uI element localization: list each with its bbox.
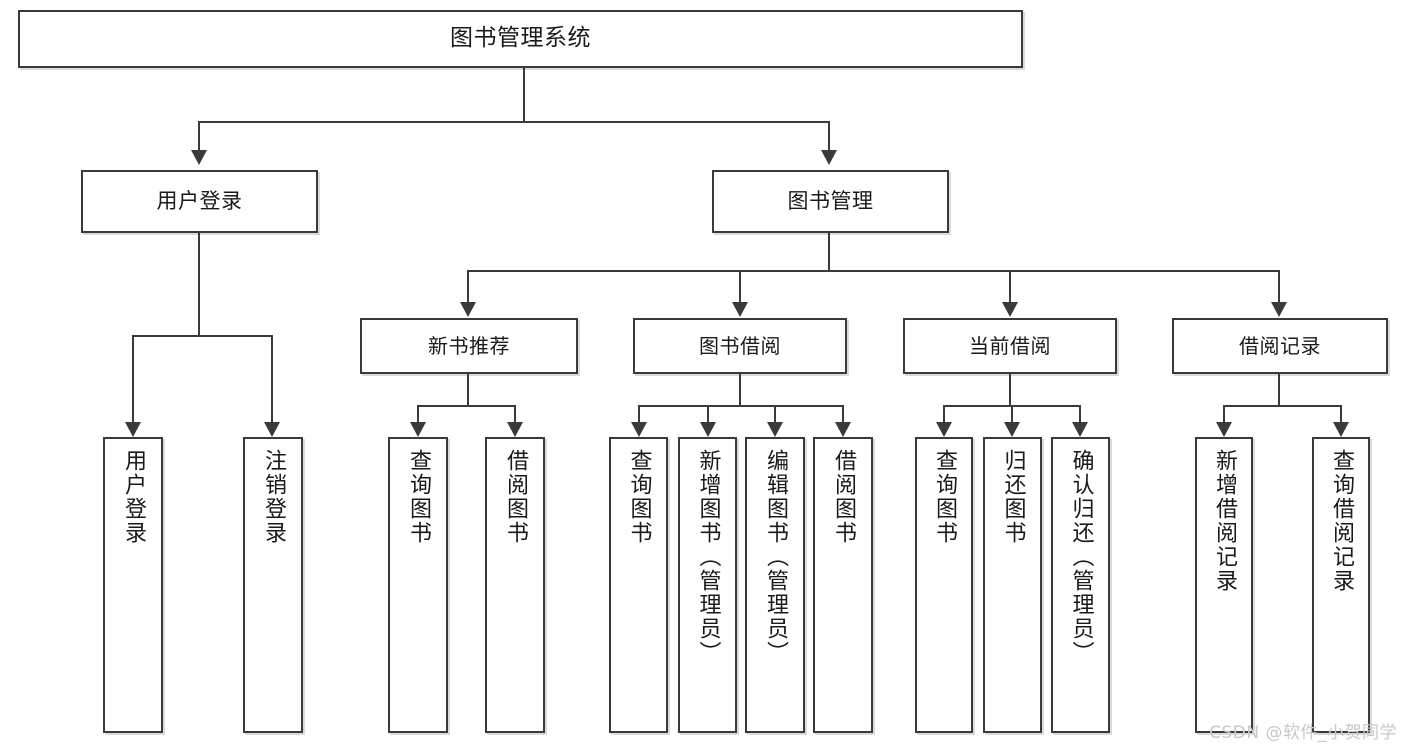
connector-borrowrecord-stem — [1278, 374, 1280, 406]
leaf-label-query-book-recommend: 查询图书 — [405, 449, 431, 545]
connector-bookborrow-stem — [739, 374, 741, 406]
connector-bookborrow-to-leaf1 — [638, 405, 640, 423]
leaf-label-edit-book-admin: 编辑图书（管理员） — [762, 449, 788, 665]
leaf-label-user-login: 用户登录 — [120, 449, 146, 545]
node-label-root: 图书管理系统 — [450, 25, 591, 52]
connector-newbook-stem — [467, 374, 469, 406]
arrow-borrowrecord-to-leaf1 — [1216, 422, 1232, 437]
leaf-query-book-recommend[interactable]: 查询图书 — [388, 437, 448, 733]
arrow-newbook-to-leaf1 — [410, 422, 426, 437]
arrow-login-to-leaf1 — [125, 422, 141, 437]
leaf-label-add-book-admin: 新增图书（管理员） — [695, 449, 721, 665]
connector-newbook-to-leaf2 — [514, 405, 516, 423]
connector-currentborrow-to-leaf1 — [943, 405, 945, 423]
connector-login-stem — [198, 233, 200, 336]
arrow-bookmgmt-to-l3c — [1002, 302, 1018, 317]
connector-currentborrow-stem — [1009, 374, 1011, 406]
node-new-book-recommend[interactable]: 新书推荐 — [360, 318, 578, 374]
connector-bookmgmt-to-l3a — [467, 270, 469, 303]
leaf-label-borrow-book-recommend: 借阅图书 — [502, 449, 528, 545]
connector-bookmgmt-to-l3b — [739, 270, 741, 303]
connector-root-to-login — [198, 121, 200, 151]
arrow-newbook-to-leaf2 — [507, 422, 523, 437]
leaf-label-confirm-return-admin: 确认归还（管理员） — [1068, 449, 1094, 665]
leaf-label-borrow-book: 借阅图书 — [830, 449, 856, 545]
arrow-root-to-login — [191, 150, 207, 165]
connector-bookborrow-to-leaf3 — [774, 405, 776, 423]
connector-root-stem — [523, 68, 525, 122]
node-borrow-record[interactable]: 借阅记录 — [1172, 318, 1388, 374]
connector-currentborrow-to-leaf3 — [1079, 405, 1081, 423]
arrow-bookborrow-to-leaf3 — [767, 422, 783, 437]
connector-borrowrecord-to-leaf1 — [1223, 405, 1225, 423]
leaf-borrow-book-recommend[interactable]: 借阅图书 — [485, 437, 545, 733]
leaf-return-book[interactable]: 归还图书 — [983, 437, 1042, 733]
arrow-currentborrow-to-leaf1 — [936, 422, 952, 437]
leaf-label-add-borrow-record: 新增借阅记录 — [1211, 449, 1237, 593]
connector-root-bus — [198, 121, 830, 123]
node-label-current-borrow: 当前借阅 — [969, 334, 1051, 358]
node-book-borrow[interactable]: 图书借阅 — [633, 318, 847, 374]
leaf-confirm-return-admin[interactable]: 确认归还（管理员） — [1051, 437, 1110, 733]
node-user-login[interactable]: 用户登录 — [81, 170, 318, 233]
node-label-new-book-recommend: 新书推荐 — [428, 334, 510, 358]
connector-bookborrow-to-leaf4 — [842, 405, 844, 423]
arrow-bookmgmt-to-l3d — [1271, 302, 1287, 317]
arrow-root-to-bookmgmt — [821, 150, 837, 165]
connector-newbook-bus — [417, 405, 515, 407]
connector-bookmgmt-bus — [467, 270, 1279, 272]
arrow-login-to-leaf2 — [264, 422, 280, 437]
arrow-bookmgmt-to-l3a — [460, 302, 476, 317]
connector-bookborrow-to-leaf2 — [707, 405, 709, 423]
leaf-query-borrow-record[interactable]: 查询借阅记录 — [1312, 437, 1370, 733]
leaf-query-book-current[interactable]: 查询图书 — [915, 437, 973, 733]
arrow-bookborrow-to-leaf2 — [700, 422, 716, 437]
leaf-label-query-book-borrow: 查询图书 — [626, 449, 652, 545]
node-label-borrow-record: 借阅记录 — [1239, 334, 1321, 358]
connector-currentborrow-to-leaf2 — [1011, 405, 1013, 423]
connector-bookmgmt-stem — [828, 233, 830, 271]
arrow-bookborrow-to-leaf1 — [631, 422, 647, 437]
arrow-bookmgmt-to-l3b — [732, 302, 748, 317]
node-label-book-management: 图书管理 — [787, 188, 874, 213]
node-root-system[interactable]: 图书管理系统 — [18, 10, 1023, 68]
connector-newbook-to-leaf1 — [417, 405, 419, 423]
leaf-label-query-borrow-record: 查询借阅记录 — [1328, 449, 1354, 593]
leaf-borrow-book[interactable]: 借阅图书 — [813, 437, 873, 733]
arrow-currentborrow-to-leaf3 — [1072, 422, 1088, 437]
leaf-label-logout: 注销登录 — [260, 449, 286, 545]
node-label-book-borrow: 图书借阅 — [699, 334, 781, 358]
connector-bookborrow-bus — [638, 405, 843, 407]
leaf-logout[interactable]: 注销登录 — [243, 437, 303, 733]
leaf-edit-book-admin[interactable]: 编辑图书（管理员） — [745, 437, 805, 733]
leaf-label-query-book-current: 查询图书 — [931, 449, 957, 545]
connector-borrowrecord-bus — [1223, 405, 1341, 407]
node-current-borrow[interactable]: 当前借阅 — [903, 318, 1117, 374]
node-label-user-login: 用户登录 — [156, 188, 243, 213]
arrow-borrowrecord-to-leaf2 — [1333, 422, 1349, 437]
connector-login-to-leaf2 — [271, 335, 273, 423]
connector-borrowrecord-to-leaf2 — [1340, 405, 1342, 423]
node-book-management[interactable]: 图书管理 — [712, 170, 949, 233]
connector-bookmgmt-to-l3d — [1278, 270, 1280, 303]
connector-login-to-leaf1 — [132, 335, 134, 423]
arrow-bookborrow-to-leaf4 — [835, 422, 851, 437]
arrow-currentborrow-to-leaf2 — [1004, 422, 1020, 437]
leaf-query-book-borrow[interactable]: 查询图书 — [609, 437, 668, 733]
connector-login-bus — [132, 335, 272, 337]
leaf-add-book-admin[interactable]: 新增图书（管理员） — [678, 437, 737, 733]
leaf-label-return-book: 归还图书 — [1000, 449, 1026, 545]
leaf-add-borrow-record[interactable]: 新增借阅记录 — [1195, 437, 1253, 733]
leaf-user-login[interactable]: 用户登录 — [103, 437, 163, 733]
connector-root-to-bookmgmt — [828, 121, 830, 151]
connector-bookmgmt-to-l3c — [1009, 270, 1011, 303]
